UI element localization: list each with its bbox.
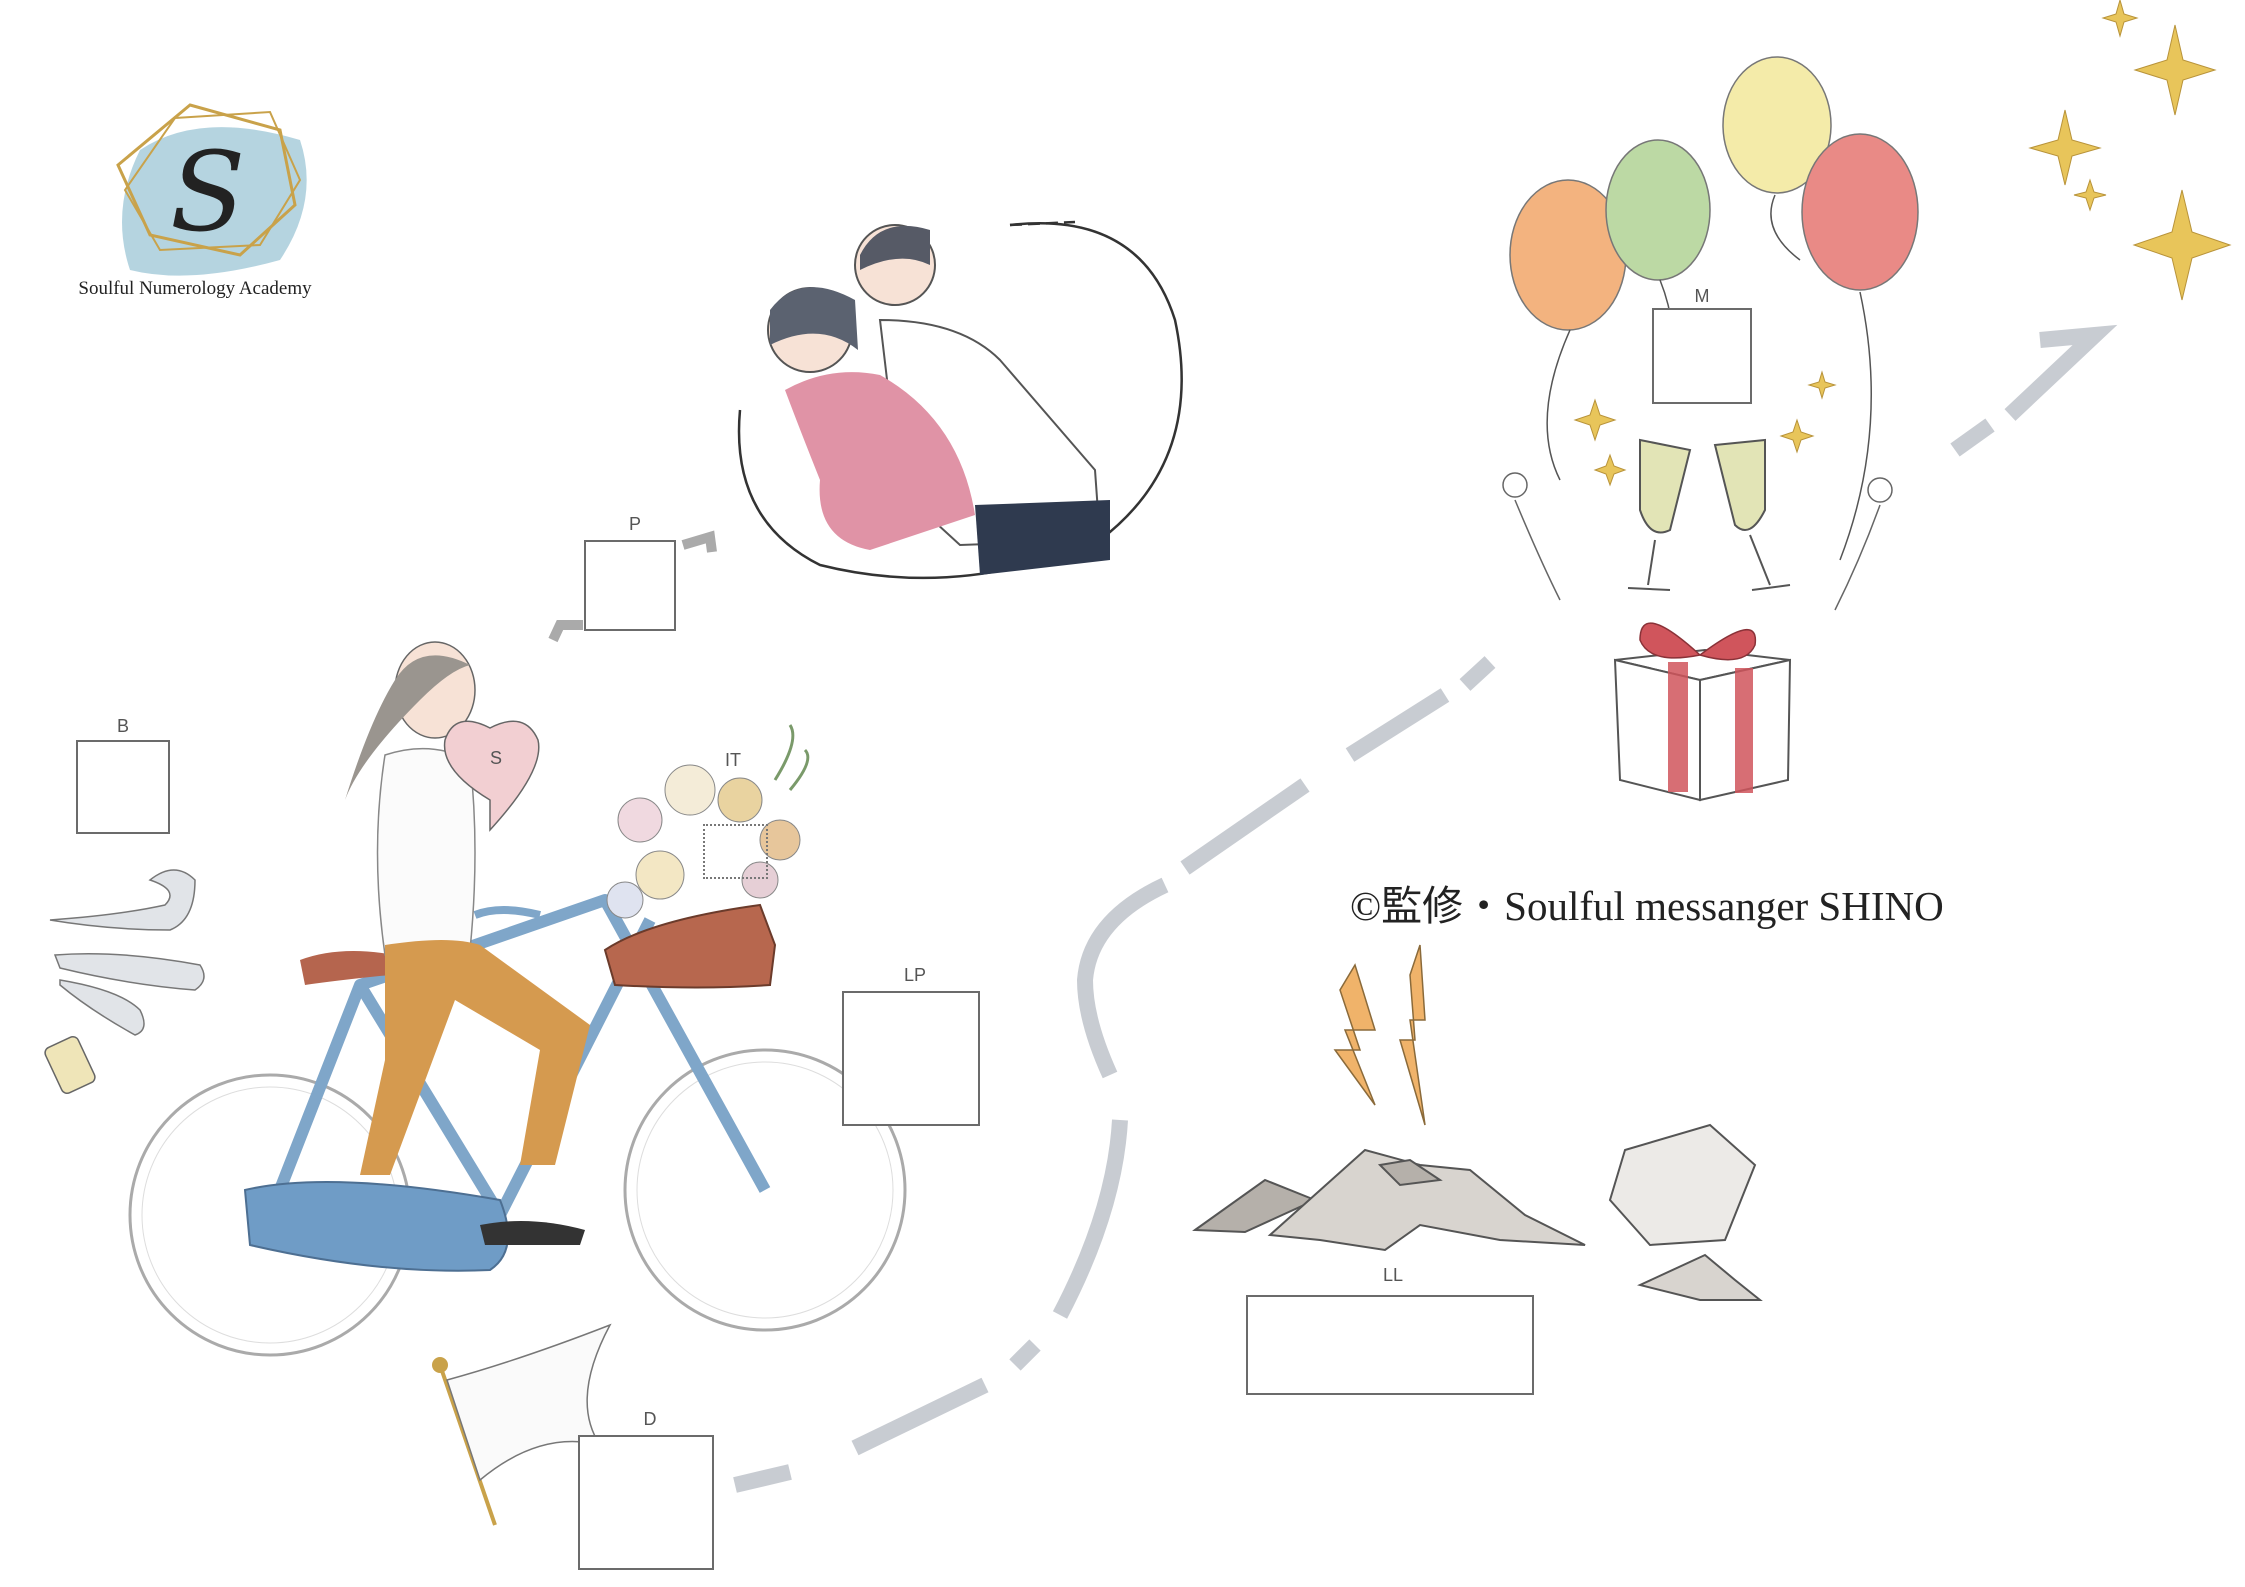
box-d[interactable] <box>578 1435 714 1570</box>
bicycle-icon <box>128 894 907 1357</box>
box-it[interactable] <box>703 824 768 879</box>
lightning-icon <box>1333 944 1426 1126</box>
box-ll-label: LL <box>1382 1265 1404 1285</box>
box-p-label: P <box>628 514 641 534</box>
balloon-icon <box>1509 56 1919 561</box>
box-b-label: B <box>116 716 129 736</box>
box-m-label: M <box>1694 286 1710 306</box>
box-lp[interactable] <box>842 991 980 1126</box>
box-ll[interactable] <box>1246 1295 1534 1395</box>
box-lp-label: LP <box>903 965 927 985</box>
flag-icon <box>432 1323 612 1526</box>
box-b[interactable] <box>76 740 170 834</box>
flower-basket-icon <box>603 724 810 989</box>
rider-icon <box>345 641 590 1245</box>
champagne-glass-icon <box>1627 438 1791 591</box>
journey-path <box>733 324 2118 1493</box>
sparkle-icon <box>1573 0 2232 487</box>
rock-icon <box>1192 1123 1763 1301</box>
gift-box-icon <box>1613 622 1792 802</box>
p-arrow <box>548 530 717 643</box>
box-s-label: S <box>490 748 503 768</box>
box-it-label: IT <box>725 750 741 770</box>
heart-icon <box>443 720 540 832</box>
credit-text: ©監修・Soulful messanger SHINO <box>1350 883 1944 929</box>
svg-text:S: S <box>170 128 245 256</box>
logo-monogram-icon: S <box>116 103 307 276</box>
flower-icon <box>1502 472 1893 611</box>
box-p[interactable] <box>584 540 676 631</box>
box-d-label: D <box>643 1409 657 1429</box>
logo-name: Soulful Numerology Academy <box>78 278 312 299</box>
couple-icon <box>737 220 1183 580</box>
box-m[interactable] <box>1652 308 1752 404</box>
wind-icon <box>49 869 205 1036</box>
oil-bottle-icon <box>44 1035 96 1095</box>
